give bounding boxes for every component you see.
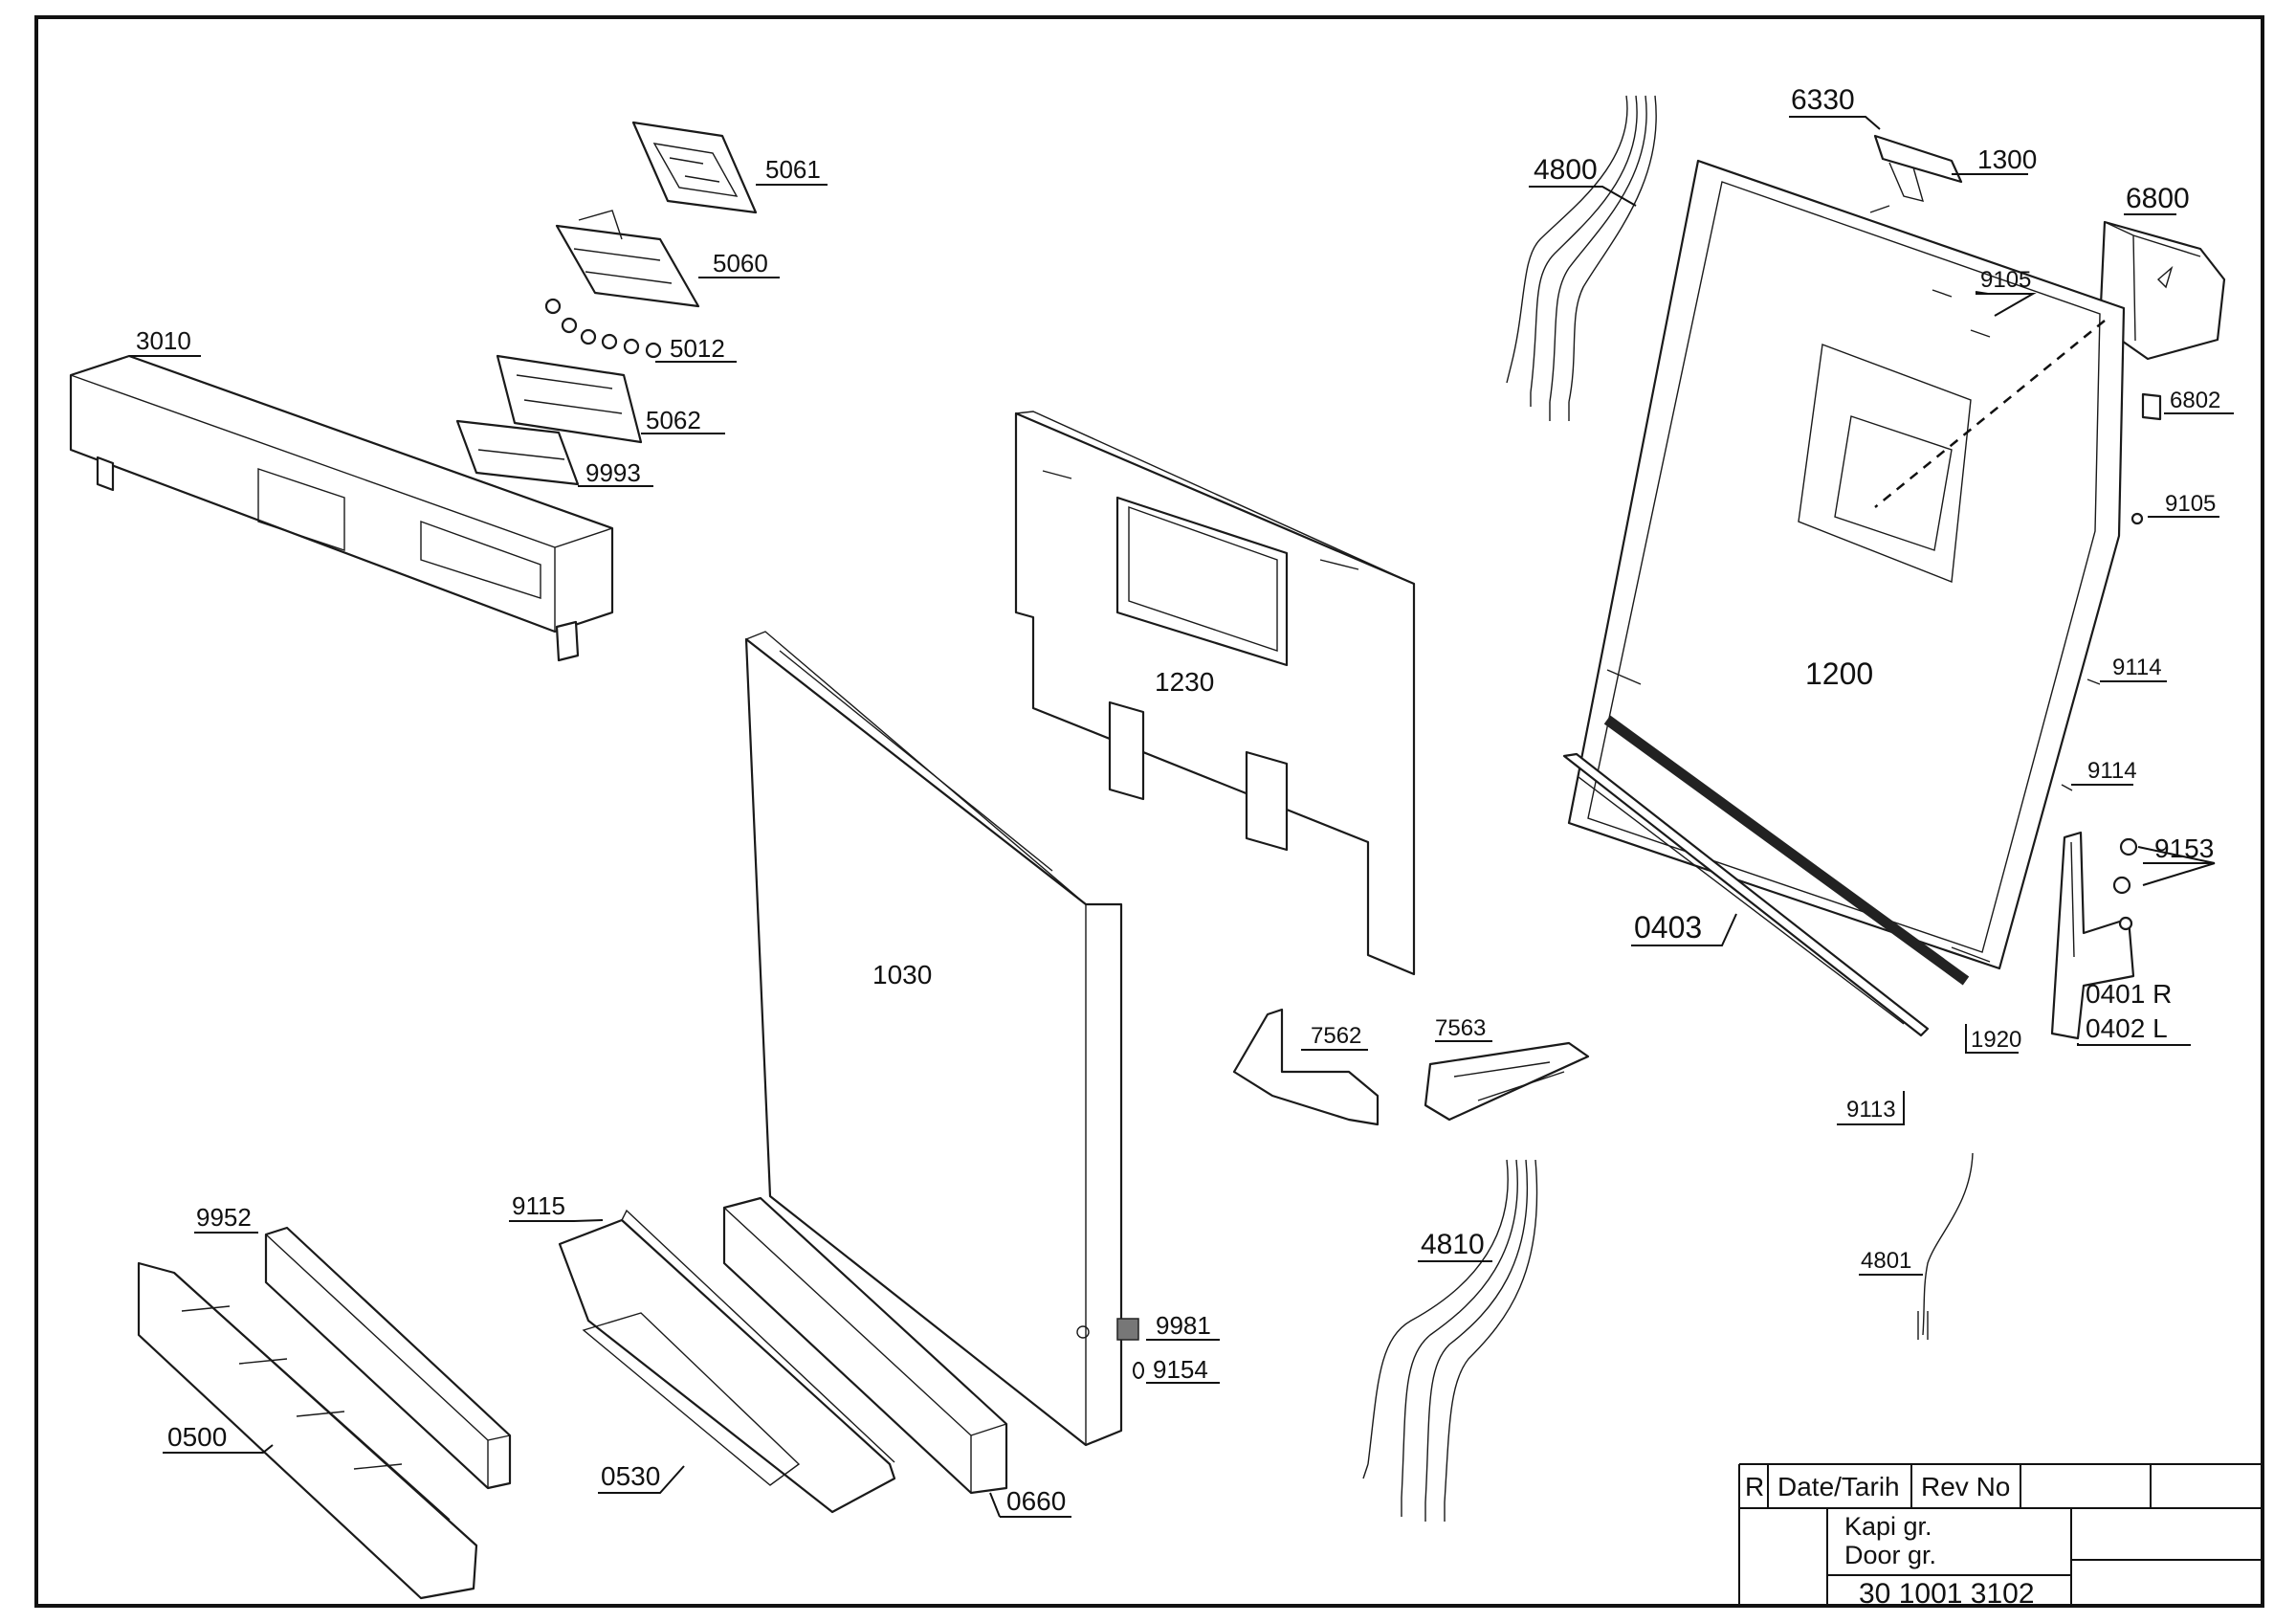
label-9115: 9115: [512, 1191, 565, 1220]
part-5060-board: [555, 210, 700, 308]
label-9105-right: 9105: [2165, 491, 2216, 517]
label-0402-l: 0402 L: [2086, 1013, 2168, 1043]
label-6800: 6800: [2126, 183, 2190, 214]
part-9952-strip: [264, 1226, 512, 1490]
label-9952: 9952: [196, 1203, 252, 1232]
label-9993: 9993: [585, 458, 641, 487]
part-4801-cable: [1917, 1152, 1974, 1340]
part-0401-hinge: [2050, 831, 2138, 1040]
title-block-name-en: Door gr.: [1844, 1541, 1936, 1569]
part-7563-tray: [1424, 1041, 1590, 1122]
label-0403: 0403: [1634, 910, 1702, 945]
label-0401-r: 0401 R: [2086, 979, 2172, 1009]
part-9981-clip: [1116, 1318, 1139, 1341]
label-5061: 5061: [765, 155, 821, 184]
part-9993-keypad: [455, 419, 580, 486]
part-5061-bracket: [631, 121, 758, 214]
label-1230: 1230: [1155, 667, 1214, 697]
label-1300: 1300: [1977, 145, 2037, 174]
drawing-frame: [34, 15, 2264, 1608]
label-0530: 0530: [601, 1461, 660, 1491]
screw-9105-group: [1932, 289, 2144, 791]
part-1030-outer-door: [744, 631, 1123, 1447]
title-block: R Date/Tarih Rev No Kapi gr. Door gr. 30…: [1738, 1463, 2263, 1610]
part-5012-buttons: [544, 298, 662, 359]
part-1200-inner-door: [1567, 159, 2126, 970]
label-7563: 7563: [1435, 1015, 1486, 1041]
label-7562: 7562: [1311, 1023, 1361, 1049]
title-block-drawing-no: 30 1001 3102: [1859, 1578, 2035, 1610]
label-1920: 1920: [1971, 1027, 2021, 1053]
title-block-date: Date/Tarih: [1777, 1472, 1900, 1501]
dispenser-mount-dashed-line: [1874, 320, 2106, 508]
part-7562-bracket: [1232, 1008, 1380, 1126]
part-4810-harness: [1362, 1159, 1538, 1522]
label-5060: 5060: [713, 249, 768, 278]
label-9981: 9981: [1156, 1311, 1211, 1340]
label-1200: 1200: [1805, 656, 1873, 691]
label-5012: 5012: [670, 334, 725, 363]
label-5062: 5062: [646, 406, 701, 434]
part-5062-module: [496, 354, 643, 444]
part-labels: 5061 5060 5012 5062 9993 3010 1230 1030 …: [136, 84, 2220, 1516]
title-block-name-tr: Kapi gr.: [1844, 1512, 1932, 1541]
part-1920-seal: [1603, 715, 1970, 986]
label-6330: 6330: [1791, 84, 1855, 116]
label-6802: 6802: [2170, 388, 2220, 413]
label-9105-top: 9105: [1980, 267, 2031, 293]
part-0530-plate: [558, 1209, 896, 1514]
label-9153: 9153: [2154, 834, 2214, 863]
label-0660: 0660: [1006, 1486, 1066, 1516]
label-4800: 4800: [1534, 154, 1598, 186]
label-4810: 4810: [1421, 1229, 1485, 1260]
label-4801: 4801: [1861, 1248, 1911, 1274]
part-4800-harness: [1506, 95, 1657, 421]
part-9154-washer: [1133, 1362, 1144, 1379]
part-0500-kick-plate: [137, 1261, 478, 1600]
label-3010: 3010: [136, 326, 191, 355]
label-9114-upper: 9114: [2112, 655, 2162, 680]
label-0500: 0500: [167, 1422, 227, 1452]
part-1230-insulation: [1014, 411, 1416, 976]
leader-lines: [129, 116, 2234, 1518]
label-9113: 9113: [1846, 1097, 1896, 1123]
title-block-r: R: [1745, 1472, 1764, 1501]
label-9154: 9154: [1153, 1355, 1208, 1384]
label-1030: 1030: [872, 960, 932, 989]
part-0660-block: [722, 1196, 1008, 1495]
part-1300-lock: [1869, 134, 1963, 213]
part-0403-rail: [1562, 752, 1930, 1037]
label-9114-lower: 9114: [2087, 758, 2137, 784]
part-3010-control-panel: [69, 354, 614, 662]
title-block-rev: Rev No: [1921, 1472, 2010, 1501]
